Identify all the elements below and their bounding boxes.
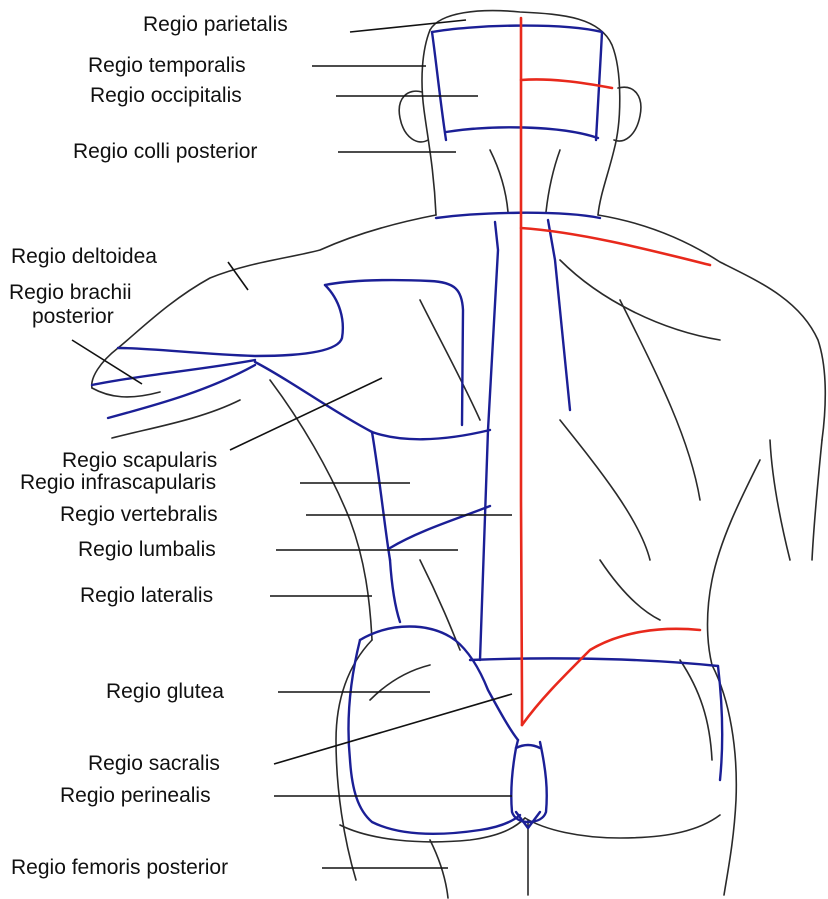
midline-borders <box>521 18 710 725</box>
label-regio-sacralis: Regio sacralis <box>88 753 220 775</box>
label-regio-temporalis: Regio temporalis <box>88 55 246 77</box>
label-regio-infrascapularis: Regio infrascapularis <box>20 472 216 494</box>
label-regio-brachii-line2: posterior <box>32 306 114 328</box>
label-regio-femoris-posterior: Regio femoris posterior <box>11 857 228 879</box>
label-regio-vertebralis: Regio vertebralis <box>60 504 218 526</box>
label-regio-brachii-line1: Regio brachii <box>9 282 132 304</box>
label-regio-colli-posterior: Regio colli posterior <box>73 141 257 163</box>
label-regio-perinealis: Regio perinealis <box>60 785 211 807</box>
label-regio-glutea: Regio glutea <box>106 681 224 703</box>
label-regio-deltoidea: Regio deltoidea <box>11 246 157 268</box>
label-regio-parietalis: Regio parietalis <box>143 14 288 36</box>
label-regio-lateralis: Regio lateralis <box>80 585 213 607</box>
label-regio-scapularis: Regio scapularis <box>62 450 217 472</box>
label-regio-lumbalis: Regio lumbalis <box>78 539 216 561</box>
label-regio-occipitalis: Regio occipitalis <box>90 85 242 107</box>
